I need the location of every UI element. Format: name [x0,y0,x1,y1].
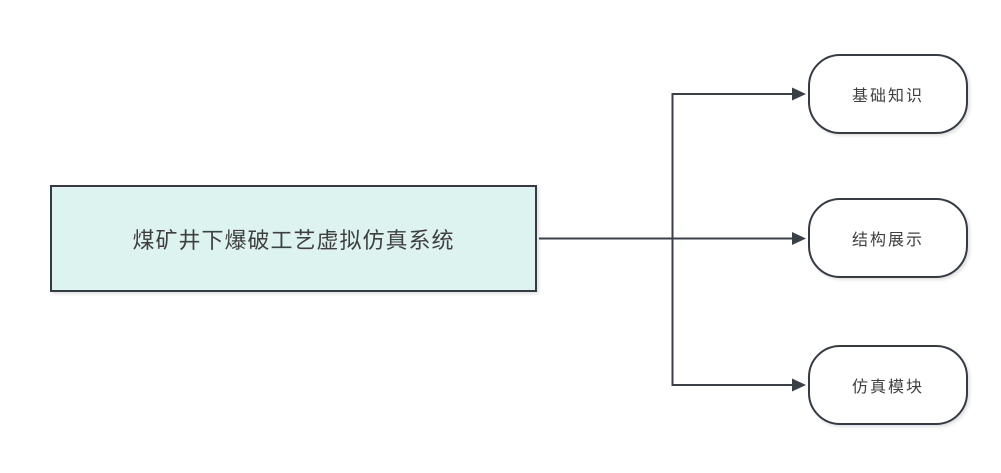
arrowhead-basic-knowledge-icon [792,87,806,101]
arrowhead-simulation-module-icon [792,378,806,392]
node-simulation-module: 仿真模块 [808,345,968,425]
node-basic-knowledge-label: 基础知识 [851,88,924,105]
node-simulation-module-label: 仿真模块 [851,379,924,396]
node-structure-display-label: 结构展示 [851,232,924,249]
arrowhead-structure-icon [792,232,806,245]
root-node-system-title: 煤矿井下爆破工艺虚拟仿真系统 [50,185,537,292]
node-structure-display: 结构展示 [808,198,968,278]
root-node-label: 煤矿井下爆破工艺虚拟仿真系统 [132,227,455,253]
node-basic-knowledge: 基础知识 [808,54,968,134]
